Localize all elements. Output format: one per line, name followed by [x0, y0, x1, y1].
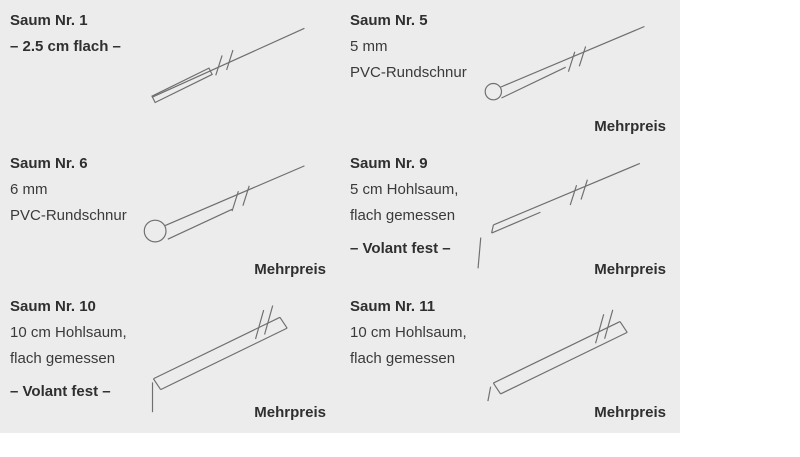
- round-cord-seam-diagram: [143, 165, 305, 243]
- seam-title: Saum Nr. 9: [350, 155, 428, 172]
- seam-desc-line: 6 mm: [10, 181, 48, 198]
- seam-desc-line: 10 cm Hohlsaum,: [10, 324, 127, 341]
- hollow-seam-diagram: [487, 309, 628, 402]
- surcharge-label: Mehrpreis: [594, 118, 666, 135]
- seam-text-block: Saum Nr. 9 5 cm Hohlsaum, flach gemessen…: [350, 151, 458, 262]
- surcharge-label: Mehrpreis: [594, 261, 666, 278]
- seam-desc-line: – 2.5 cm flach –: [10, 38, 121, 55]
- seam-desc-line: 10 cm Hohlsaum,: [350, 324, 467, 341]
- seam-desc-line: 5 mm: [350, 38, 388, 55]
- seam-cell-saum-10: Saum Nr. 10 10 cm Hohlsaum, flach gemess…: [0, 286, 340, 429]
- surcharge-label: Mehrpreis: [594, 404, 666, 421]
- seam-desc-line: – Volant fest –: [10, 383, 111, 400]
- seam-desc-line: PVC-Rundschnur: [10, 207, 127, 224]
- seam-desc-line: PVC-Rundschnur: [350, 64, 467, 81]
- seam-title: Saum Nr. 11: [350, 298, 436, 315]
- seam-title: Saum Nr. 5: [350, 12, 428, 29]
- seam-desc-line: flach gemessen: [350, 207, 456, 224]
- flat-seam-diagram: [151, 27, 305, 104]
- seam-cell-saum-5: Saum Nr. 5 5 mm PVC-Rundschnur Mehrpreis: [340, 0, 680, 143]
- seam-title: Saum Nr. 1: [10, 12, 88, 29]
- seam-desc-line: flach gemessen: [350, 350, 456, 367]
- surcharge-label: Mehrpreis: [254, 261, 326, 278]
- seam-text-block: Saum Nr. 1 – 2.5 cm flach –: [10, 8, 121, 60]
- seam-desc-line: 5 cm Hohlsaum,: [350, 181, 459, 198]
- round-cord-seam-diagram: [484, 25, 645, 101]
- seam-title: Saum Nr. 10: [10, 298, 96, 315]
- hollow-seam-diagram: [477, 162, 641, 269]
- seam-title: Saum Nr. 6: [10, 155, 88, 172]
- seam-cell-saum-11: Saum Nr. 11 10 cm Hohlsaum, flach gemess…: [340, 286, 680, 429]
- seam-cell-saum-9: Saum Nr. 9 5 cm Hohlsaum, flach gemessen…: [340, 143, 680, 286]
- seam-cell-saum-1: Saum Nr. 1 – 2.5 cm flach –: [0, 0, 340, 143]
- surcharge-label: Mehrpreis: [254, 404, 326, 421]
- seam-desc-line: – Volant fest –: [350, 240, 451, 257]
- hollow-seam-corner-diagram: [151, 305, 288, 413]
- seam-text-block: Saum Nr. 11 10 cm Hohlsaum, flach gemess…: [350, 294, 467, 372]
- seam-desc-line: flach gemessen: [10, 350, 116, 367]
- seam-text-block: Saum Nr. 5 5 mm PVC-Rundschnur: [350, 8, 467, 86]
- seam-options-panel: Saum Nr. 1 – 2.5 cm flach – Saum Nr. 5 5…: [0, 0, 680, 433]
- seam-text-block: Saum Nr. 6 6 mm PVC-Rundschnur: [10, 151, 127, 229]
- seam-text-block: Saum Nr. 10 10 cm Hohlsaum, flach gemess…: [10, 294, 127, 405]
- seam-cell-saum-6: Saum Nr. 6 6 mm PVC-Rundschnur Mehrpreis: [0, 143, 340, 286]
